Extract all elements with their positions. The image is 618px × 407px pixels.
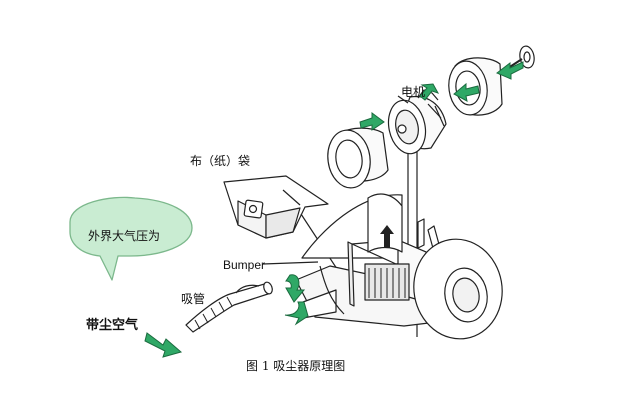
wheel [413, 238, 503, 340]
bumper-leader [262, 261, 319, 265]
figure-caption: 图 1 吸尘器原理图 [246, 359, 346, 373]
pressure-bubble [69, 196, 193, 281]
flow-arrows [144, 61, 524, 358]
flow-arrow-icon [144, 332, 183, 358]
flow-arrow-icon [496, 61, 524, 80]
dust-bag-icon [223, 175, 329, 239]
bumper-label: Bumper [223, 258, 266, 272]
airflow-arrow-icon [380, 225, 394, 248]
motor-icon [387, 89, 447, 155]
filter-ring-icon [327, 127, 389, 189]
flow-arrow-icon [419, 83, 440, 101]
hose-label: 吸管 [181, 292, 206, 306]
hose-icon [185, 281, 273, 333]
motor-label: 电机 [401, 85, 426, 99]
flow-arrow-icon [284, 301, 309, 326]
bag-label: 布（纸）袋 [190, 154, 251, 168]
pressure-bubble-text: 外界大气压为 [88, 229, 161, 243]
flow-arrow-icon [285, 274, 306, 303]
flow-arrow-icon [359, 112, 385, 131]
dusty-air-label: 带尘空气 [86, 318, 139, 333]
flow-arrow-icon [453, 82, 480, 102]
motor-leader [397, 95, 409, 104]
